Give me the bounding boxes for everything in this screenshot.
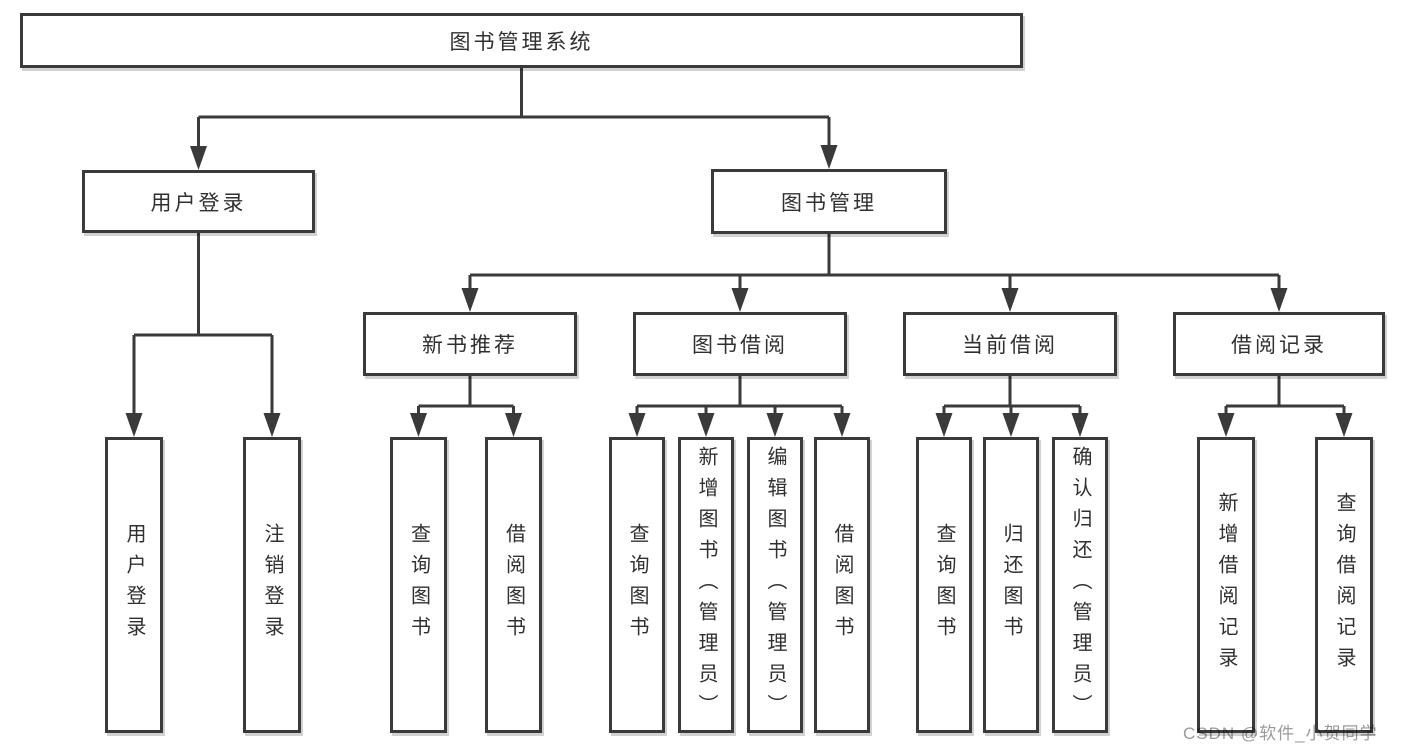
arrow-down-icon: [1217, 413, 1235, 437]
arrow-down-icon: [1270, 288, 1288, 312]
leaf-query-books-recommend: 查询图书: [390, 437, 447, 733]
leaf-return-books: 归还图书: [983, 437, 1039, 733]
connector-current-borrow-children: [935, 376, 1089, 437]
arrow-down-icon: [935, 413, 953, 437]
node-book-borrow: 图书借阅: [633, 312, 847, 376]
arrow-down-icon: [1001, 288, 1019, 312]
node-current-borrow: 当前借阅: [903, 312, 1117, 376]
csdn-watermark: CSDN @软件_小贺同学: [1183, 724, 1378, 743]
node-borrow-records: 借阅记录: [1173, 312, 1385, 376]
leaf-borrow-books: 借阅图书: [814, 437, 870, 733]
leaf-user-login: 用户登录: [105, 437, 163, 733]
leaf-logout-login: 注销登录: [243, 437, 301, 733]
connector-borrow-records-children: [1217, 376, 1353, 437]
leaf-borrow-books-recommend: 借阅图书: [485, 437, 542, 733]
leaf-add-books-admin: 新增图书（管理员）: [678, 437, 734, 733]
arrow-down-icon: [1071, 413, 1089, 437]
leaf-edit-books-admin: 编辑图书（管理员）: [747, 437, 803, 733]
arrow-down-icon: [820, 145, 838, 169]
node-book-management: 图书管理: [711, 169, 947, 234]
leaf-add-borrow-record: 新增借阅记录: [1197, 437, 1255, 733]
arrow-down-icon: [410, 413, 427, 437]
node-new-book-recommend: 新书推荐: [363, 312, 577, 376]
connector-book-borrow-children: [628, 376, 851, 437]
arrow-down-icon: [461, 288, 479, 312]
leaf-query-borrow-record: 查询借阅记录: [1315, 437, 1373, 733]
arrow-down-icon: [628, 413, 646, 437]
connector-book-management-children: [461, 234, 1288, 312]
arrow-down-icon: [697, 413, 715, 437]
node-root: 图书管理系统: [20, 13, 1023, 68]
connector-user-login-children: [125, 233, 281, 437]
connector-new-book-recommend-children: [410, 376, 522, 437]
connector-root-to-level1: [190, 68, 838, 170]
leaf-confirm-return-admin: 确认归还（管理员）: [1052, 437, 1108, 733]
arrow-down-icon: [505, 413, 522, 437]
arrow-down-icon: [1002, 413, 1020, 437]
arrow-down-icon: [190, 146, 207, 170]
arrow-down-icon: [263, 413, 281, 437]
leaf-query-books-borrow: 查询图书: [609, 437, 665, 733]
arrow-down-icon: [731, 288, 749, 312]
arrow-down-icon: [125, 413, 143, 437]
leaf-query-books-current: 查询图书: [916, 437, 972, 733]
arrow-down-icon: [1335, 413, 1353, 437]
arrow-down-icon: [766, 413, 784, 437]
node-user-login: 用户登录: [82, 170, 315, 233]
arrow-down-icon: [833, 413, 851, 437]
